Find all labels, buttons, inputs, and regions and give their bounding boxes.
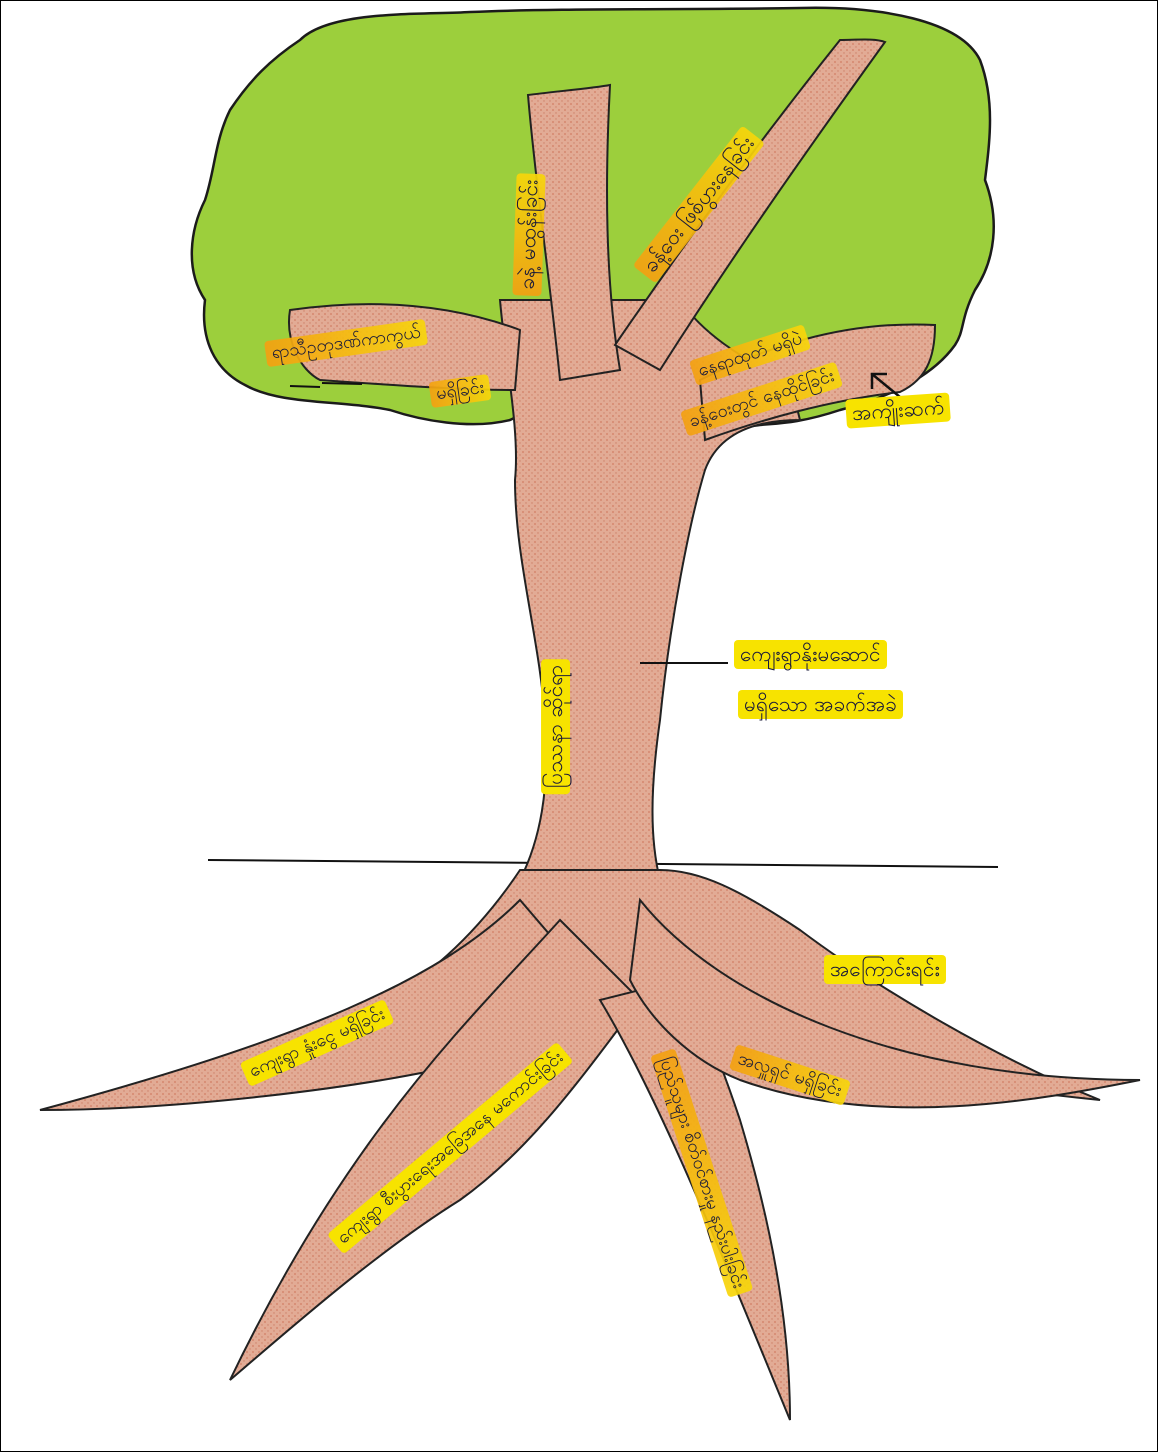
cause-label: အကြောင်းရင်း <box>824 955 946 984</box>
trunk-callout-line2: မရှိသော အခက်အခဲ <box>738 690 903 719</box>
branch-center-label: ခနဲ့ မထွန်းခြင်း <box>512 173 545 296</box>
trunk-label: ပြဿနာ ဆိုင်ရာ <box>541 659 570 794</box>
trunk-callout-line1: ကျေးရွာနိုးမဆောင် <box>734 640 887 669</box>
